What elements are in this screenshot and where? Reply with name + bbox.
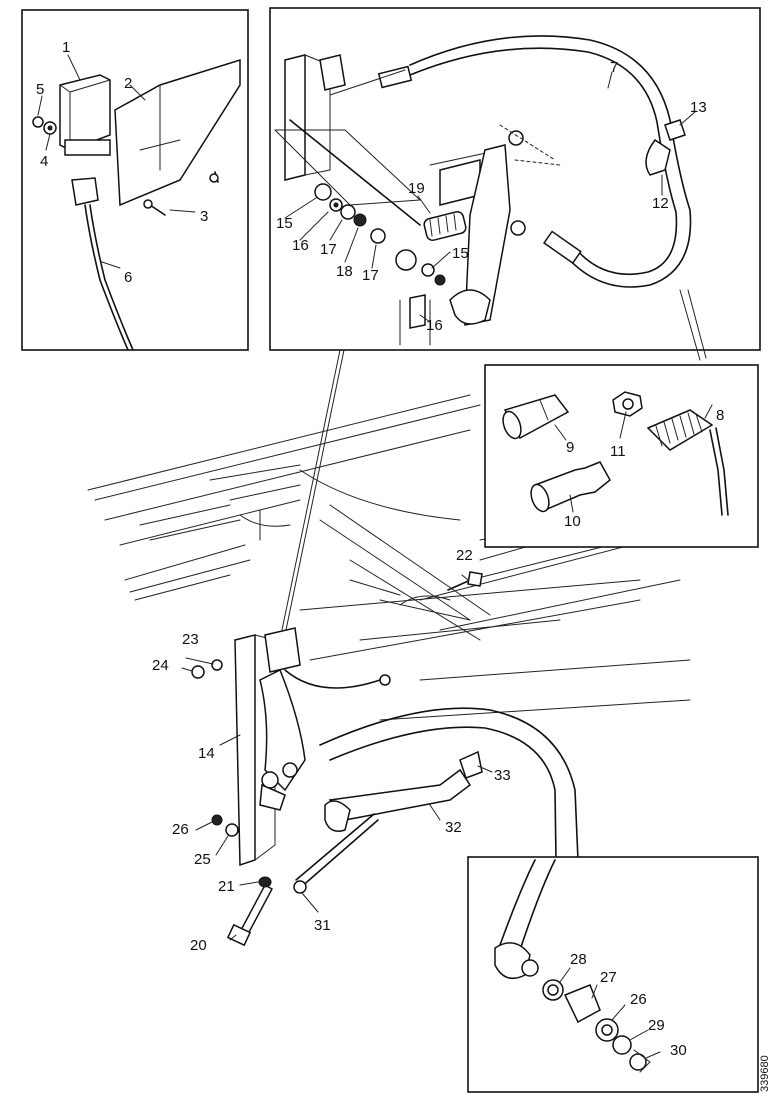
- label-part-3: 3: [200, 208, 208, 225]
- part-labels: 1 2 5 4 3 6 7 13 12 19 15 16 17 18 17 15…: [36, 39, 771, 1092]
- label-part-7: 7: [610, 59, 618, 76]
- label-part-22: 22: [456, 547, 473, 564]
- label-part-17-b: 17: [362, 267, 379, 284]
- label-part-8: 8: [716, 407, 724, 424]
- label-part-21: 21: [218, 878, 235, 895]
- label-part-12: 12: [652, 195, 669, 212]
- label-part-16-a: 16: [292, 237, 309, 254]
- label-part-30: 30: [670, 1042, 687, 1059]
- label-part-29: 29: [648, 1017, 665, 1034]
- label-part-6: 6: [124, 269, 132, 286]
- label-part-17-a: 17: [320, 241, 337, 258]
- label-part-26: 26: [172, 821, 189, 838]
- label-part-15-b: 15: [452, 245, 469, 262]
- main-assembly: [181, 571, 493, 947]
- label-part-20: 20: [190, 937, 207, 954]
- label-part-23: 23: [182, 631, 199, 648]
- inset-panel-cable: [269, 7, 761, 351]
- handrail: [319, 707, 579, 861]
- label-part-2: 2: [124, 75, 132, 92]
- label-part-28: 28: [570, 951, 587, 968]
- label-part-31: 31: [314, 917, 331, 934]
- label-part-26-b: 26: [630, 991, 647, 1008]
- label-part-18: 18: [336, 263, 353, 280]
- label-part-4: 4: [40, 153, 48, 170]
- inset-panel-hinge: [467, 856, 759, 1093]
- label-part-24: 24: [152, 657, 169, 674]
- vehicle-frame-outline: [87, 394, 691, 721]
- label-part-19: 19: [408, 180, 425, 197]
- label-part-33: 33: [494, 767, 511, 784]
- label-part-11: 11: [610, 443, 626, 460]
- label-part-32: 32: [445, 819, 462, 836]
- label-part-25: 25: [194, 851, 211, 868]
- label-part-15-a: 15: [276, 215, 293, 232]
- label-part-13: 13: [690, 99, 707, 116]
- inset-panel-switch: [21, 9, 249, 351]
- label-part-16-b: 16: [426, 317, 443, 334]
- label-part-1: 1: [62, 39, 70, 56]
- inset-panel-fittings: [484, 364, 759, 548]
- label-part-27: 27: [600, 969, 617, 986]
- label-part-5: 5: [36, 81, 44, 98]
- drawing-code: 339680: [759, 1055, 771, 1092]
- label-part-14: 14: [198, 745, 215, 762]
- label-part-9: 9: [566, 439, 574, 456]
- label-part-10: 10: [564, 513, 581, 530]
